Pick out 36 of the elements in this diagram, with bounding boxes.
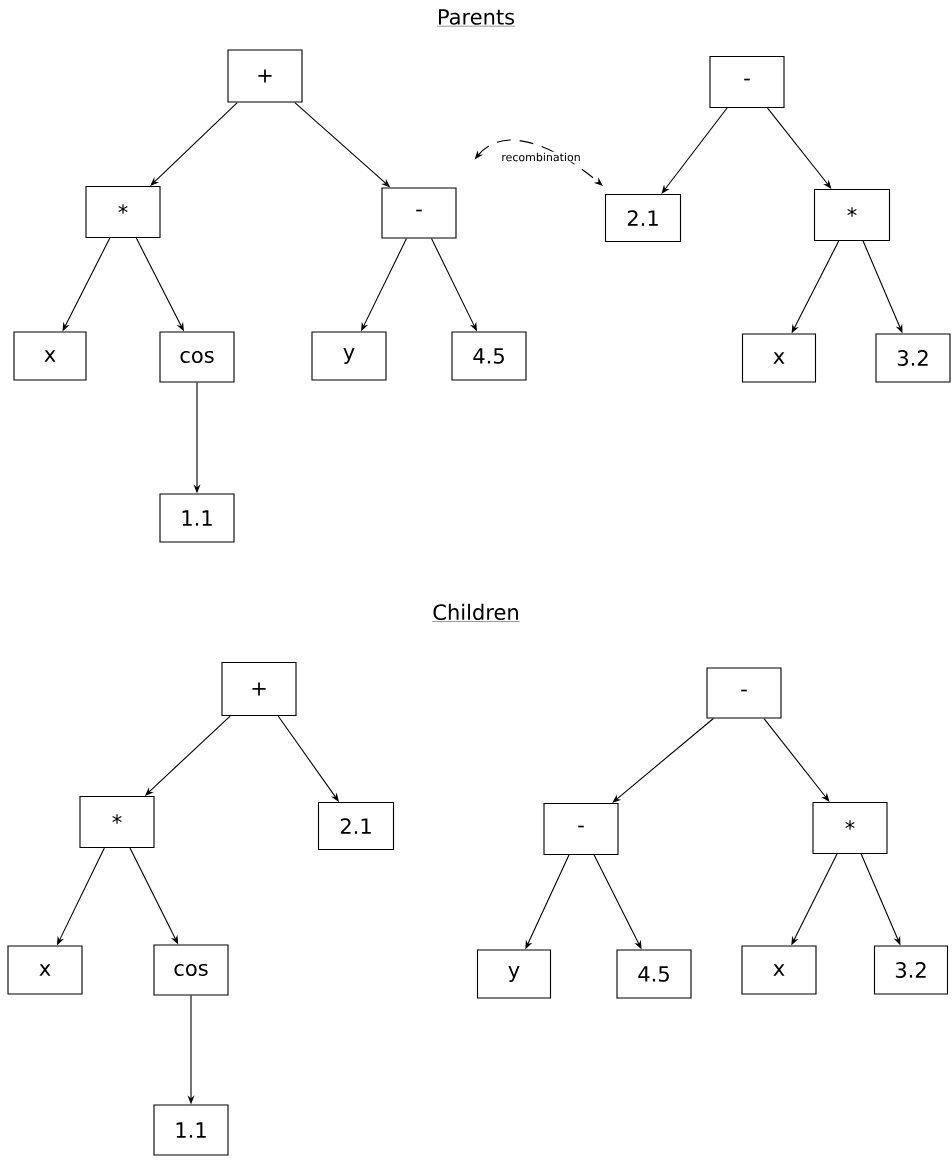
tree-node-box: 4.5 (451, 331, 527, 381)
tree-node-box: 4.5 (616, 949, 692, 999)
tree-node-box: x (7, 945, 83, 995)
tree-node-box: x (741, 945, 817, 995)
tree-node-box: y (311, 331, 387, 381)
tree-node-box: cos (159, 331, 235, 383)
tree-node-box: cos (153, 944, 229, 996)
arrow (150, 102, 238, 186)
tree-node-box: 2.1 (604, 193, 682, 243)
tree-node-box: y (476, 949, 552, 999)
title: Children (432, 603, 520, 622)
arrow (763, 718, 830, 802)
arrow (767, 107, 832, 189)
tree-node-box: + (227, 49, 303, 103)
tree-node-box: - (543, 802, 619, 856)
edge-label: recombination (500, 151, 582, 163)
tree-node-box: - (381, 187, 457, 239)
arrow (277, 715, 339, 802)
arrow (661, 107, 728, 194)
title: Parents (436, 9, 516, 27)
tree-node-box: 3.2 (875, 333, 951, 383)
tree-node-box: 1.1 (159, 493, 235, 543)
arrow (474, 139, 603, 186)
tree-node-box: x (741, 333, 817, 383)
tree-node-box: 3.2 (873, 945, 949, 995)
tree-node-box: x (13, 331, 87, 381)
tree-node-box: - (706, 667, 782, 719)
tree-node-box: * (85, 185, 161, 239)
tree-node-box: - (709, 55, 785, 109)
arrow (612, 718, 714, 803)
tree-node-box: * (79, 795, 155, 849)
tree-node-box: * (813, 188, 891, 242)
tree-node-box: 1.1 (153, 1104, 229, 1156)
tree-node-box: + (221, 661, 297, 717)
tree-node-box: * (812, 801, 888, 855)
tree-node-box: 2.1 (317, 801, 395, 851)
